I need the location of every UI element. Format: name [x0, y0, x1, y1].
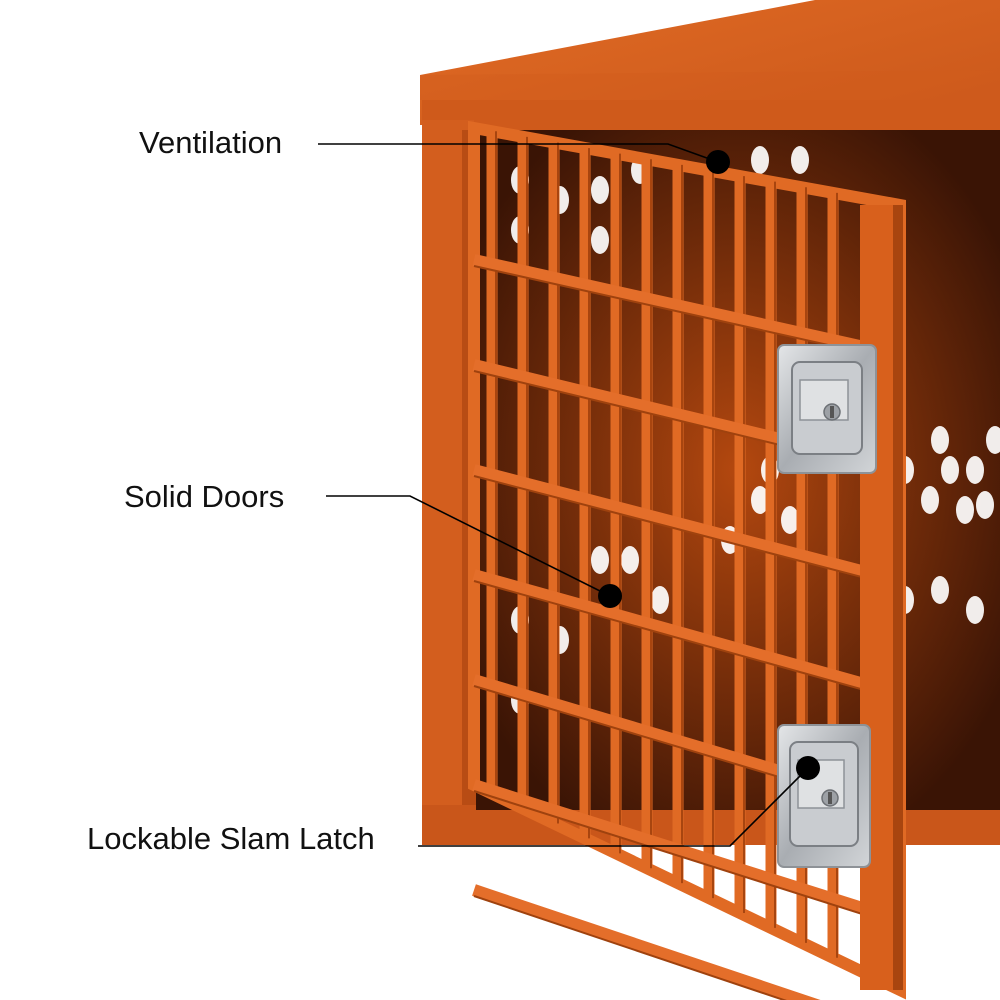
door-rail-shade	[473, 895, 787, 1000]
vent-hole	[986, 426, 1000, 454]
door-rail	[472, 884, 821, 1000]
vent-hole	[931, 426, 949, 454]
vent-hole	[966, 456, 984, 484]
grille-door	[468, 120, 906, 1000]
door-horizontal-rails	[472, 254, 902, 1000]
slam-latch-upper	[777, 344, 877, 474]
callout-solid-doors-label: Solid Doors	[124, 479, 285, 514]
vent-hole	[751, 486, 769, 514]
callout-ventilation-label: Ventilation	[139, 125, 283, 160]
callout-slam-latch-leader	[418, 756, 820, 847]
vent-hole	[591, 546, 609, 574]
vent-hole	[931, 576, 949, 604]
door-rail	[472, 464, 902, 587]
callout-slam-latch-label: Lockable Slam Latch	[87, 821, 375, 856]
callout-solid-doors-leader	[326, 495, 622, 608]
door-rail	[472, 254, 902, 361]
door-rail	[472, 569, 902, 700]
vent-hole	[781, 506, 799, 534]
vent-hole	[651, 586, 669, 614]
slam-latch-lower	[777, 724, 871, 868]
door-rail-shade	[473, 790, 901, 927]
vent-hole	[591, 176, 609, 204]
vent-hole	[621, 546, 639, 574]
door-rail-shade	[473, 580, 901, 701]
callout-ventilation-leader	[318, 143, 730, 174]
vent-hole	[791, 146, 809, 174]
vent-hole	[941, 456, 959, 484]
vent-hole	[956, 496, 974, 524]
vent-hole	[976, 491, 994, 519]
vent-hole	[921, 486, 939, 514]
door-rail	[472, 779, 902, 926]
door-rail-shade	[473, 475, 901, 588]
vent-hole	[591, 226, 609, 254]
vent-hole	[751, 146, 769, 174]
vent-hole	[966, 596, 984, 624]
